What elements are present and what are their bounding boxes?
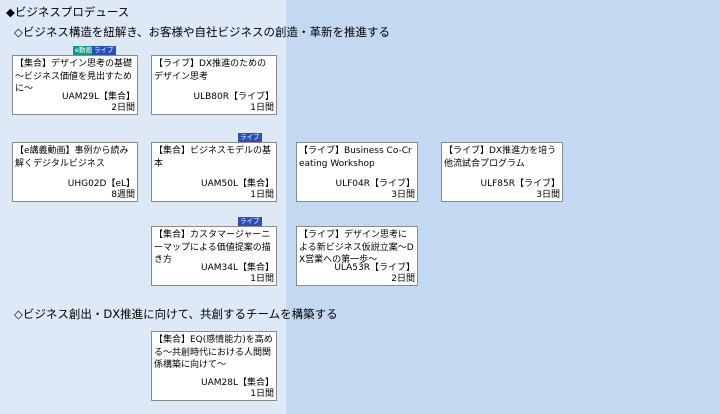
course-code: UHG02D【eL】 xyxy=(67,179,135,189)
course-title: 【集合】ビジネスモデルの基本 xyxy=(154,146,272,169)
course-title: 【ライブ】DX推進力を培う他流試合プログラム xyxy=(444,146,557,169)
course-duration: 3日間 xyxy=(391,190,415,200)
course-duration: 2日間 xyxy=(111,103,135,113)
course-code: ULB80R【ライブ】 xyxy=(193,92,274,102)
course-card-uhg02d[interactable]: 【e講義動画】事例から読み解くデジタルビジネス UHG02D【eL】 8週間 xyxy=(12,142,138,202)
course-title: 【e講義動画】事例から読み解くデジタルビジネス xyxy=(15,146,129,169)
course-card-ula53r[interactable]: 【ライブ】デザイン思考による新ビジネス仮説立案～DX営業への第一歩～ ULA53… xyxy=(296,226,418,286)
course-duration: 1日間 xyxy=(250,103,274,113)
course-title: 【集合】デザイン思考の基礎 ～ビジネス価値を見出すために～ xyxy=(15,59,133,94)
right-panel-background xyxy=(286,0,720,414)
course-card-uam29l[interactable]: 【集合】デザイン思考の基礎 ～ビジネス価値を見出すために～ UAM29L【集合】… xyxy=(12,55,138,115)
live-tag: ライブ xyxy=(92,46,116,55)
course-duration: 1日間 xyxy=(250,190,274,200)
e-video-tag: e動画 xyxy=(73,46,94,55)
course-code: ULA53R【ライブ】 xyxy=(334,263,415,273)
course-card-uam28l[interactable]: 【集合】EQ(感情能力)を高める～共創時代における人間関係構築に向けて～ UAM… xyxy=(151,331,277,401)
course-card-uam34l[interactable]: 【集合】カスタマージャーニーマップによる価値提案の描き方 UAM34L【集合】 … xyxy=(151,226,277,286)
course-title: 【ライブ】Business Co-Creating Workshop xyxy=(299,146,412,169)
course-card-ulf85r[interactable]: 【ライブ】DX推進力を培う他流試合プログラム ULF85R【ライブ】 3日間 xyxy=(441,142,563,202)
course-duration: 1日間 xyxy=(250,389,274,399)
course-code: ULF85R【ライブ】 xyxy=(480,179,560,189)
section-heading-team-building: ◇ビジネス創出・DX推進に向けて、共創するチームを構築する xyxy=(14,307,338,321)
course-duration: 2日間 xyxy=(391,274,415,284)
live-tag: ライブ xyxy=(238,133,262,142)
course-title: 【ライブ】DX推進のためのデザイン思考 xyxy=(154,59,267,82)
course-duration: 1日間 xyxy=(250,274,274,284)
course-title: 【集合】カスタマージャーニーマップによる価値提案の描き方 xyxy=(154,230,271,265)
course-code: UAM34L【集合】 xyxy=(201,263,274,273)
section-heading-business-structure: ◇ビジネス構造を紐解き、お客様や自社ビジネスの創造・革新を推進する xyxy=(14,25,391,39)
course-title: 【ライブ】デザイン思考による新ビジネス仮説立案～DX営業への第一歩～ xyxy=(299,230,414,265)
course-title: 【集合】EQ(感情能力)を高める～共創時代における人間関係構築に向けて～ xyxy=(154,335,273,370)
live-tag: ライブ xyxy=(238,217,262,226)
course-duration: 8週間 xyxy=(111,190,135,200)
course-card-ulb80r[interactable]: 【ライブ】DX推進のためのデザイン思考 ULB80R【ライブ】 1日間 xyxy=(151,55,277,115)
page-title: ◆ビジネスプロデュース xyxy=(6,5,130,19)
course-code: UAM29L【集合】 xyxy=(62,92,135,102)
course-code: UAM50L【集合】 xyxy=(201,179,274,189)
course-code: UAM28L【集合】 xyxy=(201,378,274,388)
course-code: ULF04R【ライブ】 xyxy=(335,179,415,189)
course-card-ulf04r[interactable]: 【ライブ】Business Co-Creating Workshop ULF04… xyxy=(296,142,418,202)
course-card-uam50l[interactable]: 【集合】ビジネスモデルの基本 UAM50L【集合】 1日間 xyxy=(151,142,277,202)
course-duration: 3日間 xyxy=(536,190,560,200)
